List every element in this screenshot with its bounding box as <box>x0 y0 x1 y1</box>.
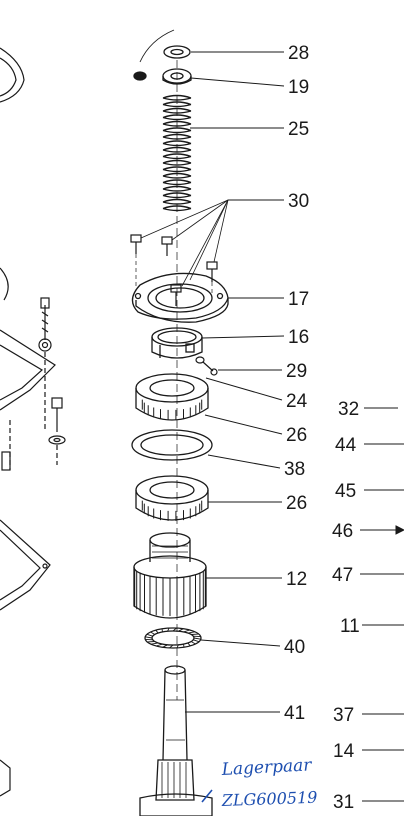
part-12-gear <box>133 532 207 619</box>
part-28-retaining-ring <box>133 29 191 81</box>
leader-lines-right-edge <box>360 407 404 802</box>
handwritten-note-line2: ZLG600519 <box>220 788 317 810</box>
callout-11: 11 <box>340 616 360 637</box>
callout-46: 46 <box>332 521 353 542</box>
callout-31: 31 <box>333 792 354 813</box>
callout-16: 16 <box>288 327 309 348</box>
part-25-spring <box>162 94 192 212</box>
callout-28: 28 <box>288 43 309 64</box>
part-29-set-screw <box>195 356 218 376</box>
callout-37: 37 <box>333 705 354 726</box>
part-38-shim-ring <box>131 429 213 461</box>
leader-lines-right <box>185 51 285 713</box>
part-26-bearing-lower <box>135 475 209 521</box>
callout-44: 44 <box>335 435 357 456</box>
callout-17: 17 <box>288 289 309 310</box>
callouts-right-edge: 32 44 45 46 47 11 37 14 31 <box>332 399 360 813</box>
callout-30: 30 <box>288 191 309 212</box>
callout-26-lower: 26 <box>286 493 307 514</box>
handwritten-note-line1: Lagerpaar <box>220 755 313 780</box>
callout-26: 26 <box>286 425 307 446</box>
callout-40: 40 <box>284 637 305 658</box>
part-40-lock-washer <box>144 627 202 649</box>
callout-12: 12 <box>286 569 307 590</box>
callout-41: 41 <box>284 703 305 724</box>
part-30-screws <box>130 199 229 306</box>
callouts-right: 28 19 25 30 17 16 29 24 26 38 26 12 40 4… <box>284 43 309 724</box>
callout-47: 47 <box>332 565 353 586</box>
part-24-bearing <box>135 373 209 421</box>
callout-14: 14 <box>333 741 355 762</box>
callout-19: 19 <box>288 77 309 98</box>
callout-25: 25 <box>288 119 309 140</box>
handwritten-note: Lagerpaar ZLG600519 <box>201 755 318 810</box>
callout-24: 24 <box>286 391 308 412</box>
callout-32: 32 <box>338 399 359 420</box>
callout-38: 38 <box>284 459 305 480</box>
left-housing-assembly <box>0 47 66 797</box>
part-16-clamp-collar <box>151 327 203 359</box>
part-17-flange <box>131 272 229 323</box>
part-41-shaft <box>139 665 213 816</box>
part-19-washer <box>162 68 192 85</box>
callout-29: 29 <box>286 361 307 382</box>
callout-45: 45 <box>335 481 356 502</box>
